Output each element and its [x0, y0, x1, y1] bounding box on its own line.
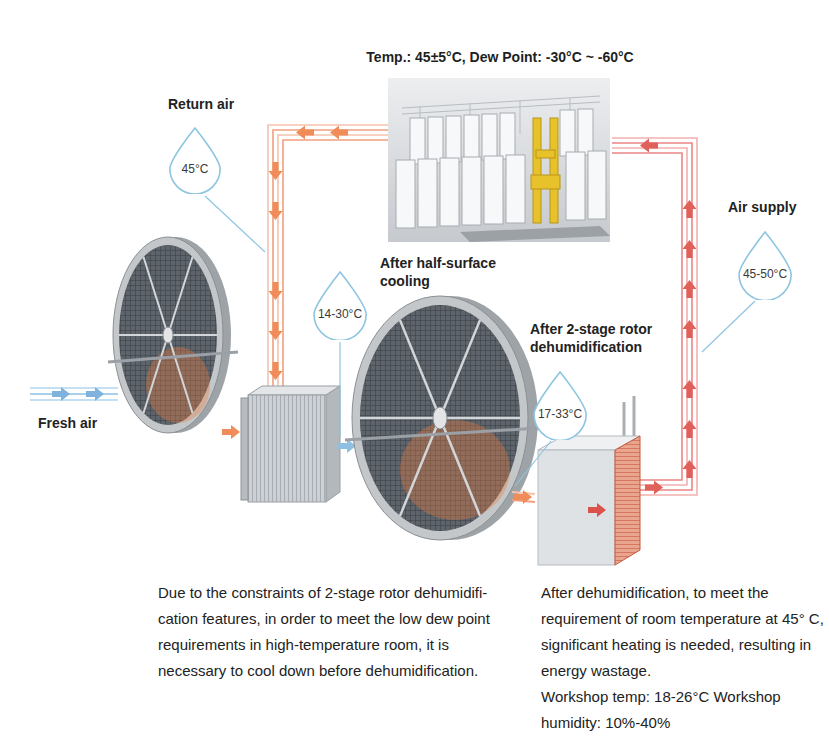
first-rotor — [108, 237, 238, 433]
temperature-drop: 14-30°C — [310, 270, 370, 341]
temperature-drop: 45°C — [166, 126, 224, 194]
drop-path — [170, 128, 220, 194]
temperature-drop: 45-50°C — [735, 230, 795, 301]
flow-label: Return air — [168, 95, 288, 113]
drop-path — [314, 272, 366, 341]
stage-label: After 2-stage rotor dehumidification — [530, 320, 678, 356]
stage-label: After half-surface cooling — [380, 254, 518, 290]
note-paragraph: After dehumidification, to meet the requ… — [541, 580, 825, 684]
flow-label: Air supply — [728, 198, 823, 216]
drop-outline — [310, 270, 370, 341]
drop-outline — [530, 370, 590, 441]
drop-outline — [166, 126, 224, 194]
return-arrows — [269, 126, 349, 381]
room-picture — [388, 78, 610, 242]
flow-label: Fresh air — [38, 414, 128, 432]
drop-path — [534, 372, 586, 441]
leader-lines — [205, 196, 755, 486]
drop-outline — [735, 230, 795, 301]
room-heading: Temp.: 45±5°C, Dew Point: -30°C ~ -60°C — [366, 49, 633, 65]
second-rotor — [345, 296, 540, 540]
supply-arrows — [640, 139, 697, 495]
temperature-value: 45°C — [166, 162, 224, 176]
room-node: Temp.: 45±5°C, Dew Point: -30°C ~ -60°C — [350, 48, 650, 244]
temperature-value: 17-33°C — [530, 407, 590, 421]
temperature-value: 14-30°C — [310, 307, 370, 321]
drop-path — [739, 232, 791, 301]
cooling-coil — [241, 386, 340, 502]
workshop-note: Workshop temp: 18-26°C Workshop humidity… — [541, 684, 825, 736]
temperature-drop: 17-33°C — [530, 370, 590, 441]
note-paragraph: Due to the constraints of 2-stage rotor … — [158, 580, 503, 684]
temperature-value: 45-50°C — [735, 267, 795, 281]
dehumidified-flow — [512, 490, 535, 504]
fresh-air-flow — [30, 387, 118, 401]
